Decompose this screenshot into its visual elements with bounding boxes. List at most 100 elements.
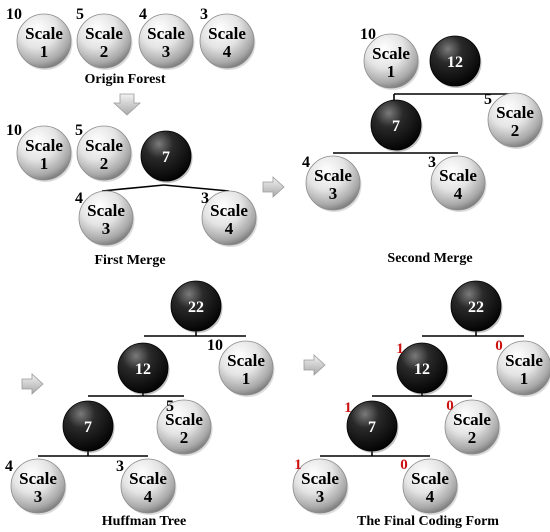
second-merge-caption: Second Merge <box>387 251 472 266</box>
node-label: Scale <box>25 136 63 155</box>
second-merge-node-7: 7 <box>370 99 423 152</box>
node-index: 2 <box>100 154 109 173</box>
node-label: Scale <box>85 136 123 155</box>
node-index: 1 <box>242 369 251 388</box>
node-index: 4 <box>225 219 234 238</box>
node-value: 12 <box>447 54 463 71</box>
node-label: Scale <box>411 469 449 488</box>
node-label: Scale <box>439 166 477 185</box>
node-value: 7 <box>84 419 92 436</box>
node-label: Scale <box>19 469 57 488</box>
second-merge-weight-1: 10 <box>360 26 376 43</box>
node-label: Scale <box>505 351 543 370</box>
node-index: 1 <box>387 62 396 81</box>
node-value: 22 <box>188 299 204 316</box>
huffman-weight-3: 4 <box>5 458 13 475</box>
node-index: 3 <box>162 42 171 61</box>
node-value: 12 <box>414 361 430 378</box>
node-index: 4 <box>223 42 232 61</box>
node-label: Scale <box>208 24 246 43</box>
origin-weight-3: 4 <box>139 6 147 23</box>
node-value: 7 <box>162 149 170 166</box>
huffman-tree-caption: Huffman Tree <box>102 514 186 529</box>
first-merge-weight-1: 10 <box>6 122 22 139</box>
second-merge-weight-2: 5 <box>484 91 492 108</box>
huffman-node-12: 12 <box>117 342 170 395</box>
huffman-weight-4: 3 <box>116 458 124 475</box>
first-merge-caption: First Merge <box>94 253 165 268</box>
node-value: 7 <box>392 118 400 135</box>
node-label: Scale <box>227 351 265 370</box>
node-index: 2 <box>100 42 109 61</box>
edge-7-to-scale4 <box>163 184 230 192</box>
node-label: Scale <box>453 410 491 429</box>
node-index: 3 <box>316 487 325 506</box>
code-bit-scale2: 0 <box>446 398 454 414</box>
down-arrow-icon <box>112 93 142 116</box>
node-label: Scale <box>129 469 167 488</box>
first-merge-weight-3: 4 <box>75 190 83 207</box>
huffman-weight-2: 5 <box>166 398 174 415</box>
second-merge-weight-3: 4 <box>302 154 310 171</box>
huffman-node-7: 7 <box>62 400 115 453</box>
node-index: 2 <box>180 428 189 447</box>
final-coding-form-caption: The Final Coding Form <box>357 514 499 529</box>
huffman-node-22: 22 <box>170 280 223 333</box>
node-label: Scale <box>496 103 534 122</box>
node-index: 4 <box>426 487 435 506</box>
node-label: Scale <box>147 24 185 43</box>
first-merge-weight-4: 3 <box>201 190 209 207</box>
final-node-22: 22 <box>450 280 503 333</box>
node-label: Scale <box>87 201 125 220</box>
edge-7-to-scale3 <box>101 184 165 192</box>
right-arrow-icon <box>21 373 44 395</box>
node-value: 22 <box>468 299 484 316</box>
node-label: Scale <box>210 201 248 220</box>
node-index: 1 <box>40 154 49 173</box>
node-label: Scale <box>314 166 352 185</box>
node-index: 2 <box>468 428 477 447</box>
final-node-7: 7 <box>346 400 399 453</box>
node-index: 3 <box>329 184 338 203</box>
first-merge-weight-2: 5 <box>75 122 83 139</box>
huffman-weight-1: 10 <box>207 337 223 354</box>
node-label: Scale <box>372 44 410 63</box>
right-arrow-icon <box>262 176 285 198</box>
right-arrow-icon <box>303 354 326 376</box>
node-label: Scale <box>25 24 63 43</box>
node-index: 4 <box>144 487 153 506</box>
node-value: 7 <box>368 419 376 436</box>
node-index: 3 <box>102 219 111 238</box>
code-bit-12: 1 <box>396 341 404 357</box>
node-index: 3 <box>34 487 43 506</box>
node-index: 1 <box>520 369 529 388</box>
origin-weight-2: 5 <box>76 6 84 23</box>
node-value: 12 <box>135 361 151 378</box>
origin-weight-1: 10 <box>6 6 22 23</box>
code-bit-7: 1 <box>344 400 352 416</box>
node-index: 4 <box>454 184 463 203</box>
final-node-12: 12 <box>396 342 449 395</box>
node-index: 1 <box>40 42 49 61</box>
first-merge-node-7: 7 <box>140 130 193 183</box>
code-bit-scale3: 1 <box>294 457 302 473</box>
code-bit-scale4: 0 <box>400 457 408 473</box>
second-merge-node-12: 12 <box>429 35 482 88</box>
origin-forest-caption: Origin Forest <box>84 72 165 87</box>
